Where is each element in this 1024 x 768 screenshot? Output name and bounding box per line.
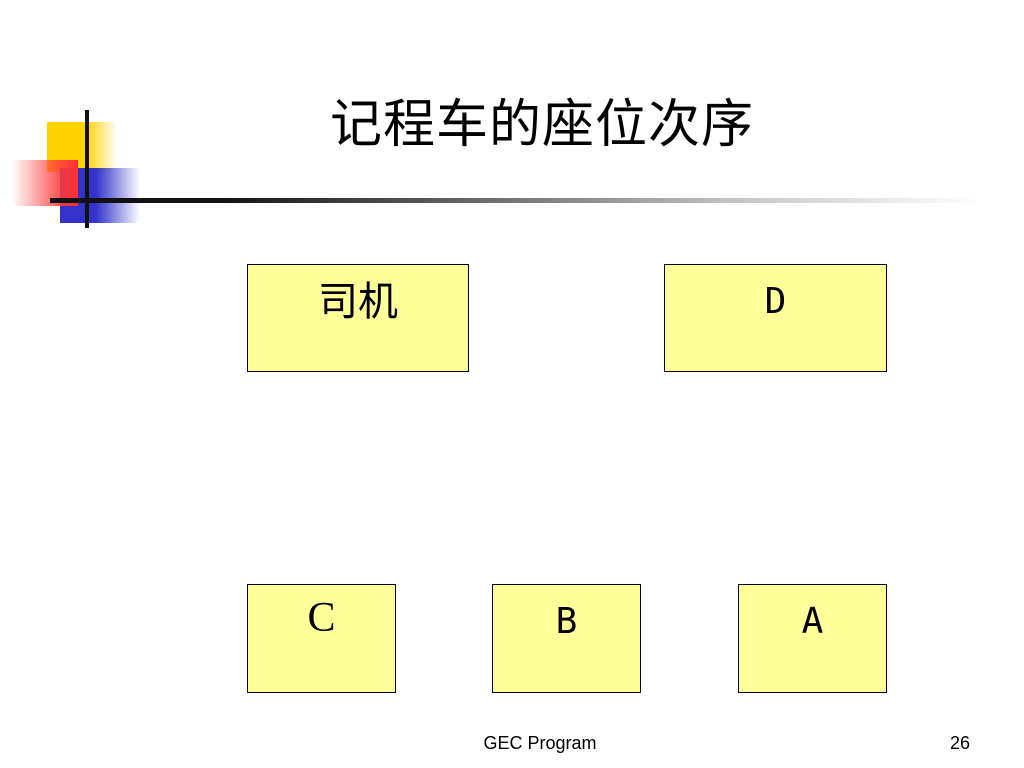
seat-driver-label: 司机	[318, 279, 398, 325]
seat-d-label: D	[764, 281, 787, 322]
footer-program-name: GEC Program	[483, 733, 597, 753]
seat-c-label: C	[307, 595, 336, 641]
footer-page-number: 26	[949, 733, 970, 753]
slide-logo-decoration	[0, 0, 160, 240]
seat-b-label: B	[555, 601, 578, 642]
seat-a-label: A	[801, 601, 824, 642]
seat-a: A	[738, 584, 887, 693]
seat-b: B	[492, 584, 641, 693]
slide-title: 记程车的座位次序	[330, 95, 755, 155]
seat-d: D	[664, 264, 887, 372]
seat-c: C	[247, 584, 396, 693]
seat-driver: 司机	[247, 264, 469, 372]
title-underline-rule	[50, 198, 980, 203]
logo-vertical-line	[85, 110, 89, 228]
